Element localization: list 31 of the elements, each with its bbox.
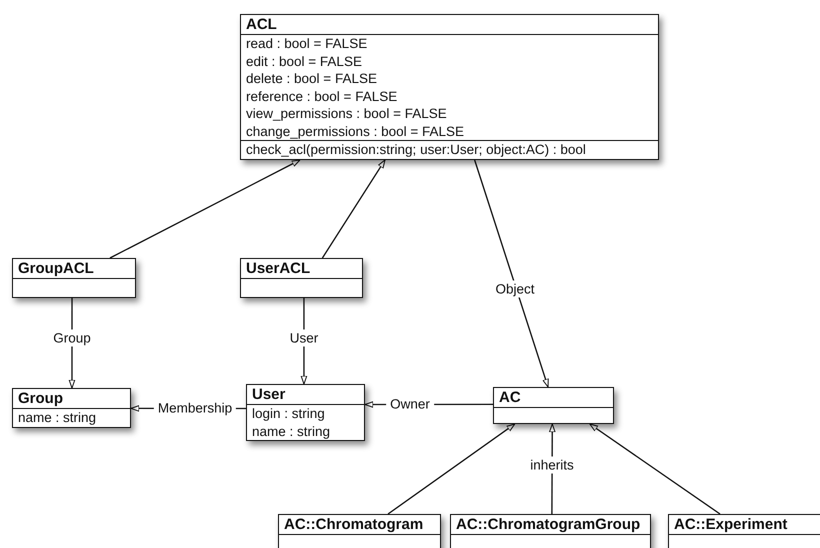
association-arrow: [474, 160, 549, 388]
class-box: [246, 384, 365, 441]
class-attribute: delete : bool = FALSE: [245, 70, 378, 88]
class-attribute: reference : bool = FALSE: [245, 88, 398, 105]
class-attribute: name : string: [251, 422, 332, 440]
class-box: [493, 387, 614, 424]
class-name: GroupACL: [13, 259, 135, 279]
class-box: [240, 14, 659, 160]
class-box: [240, 258, 363, 298]
class-attribute: name : string: [17, 409, 98, 426]
class-name: AC::ChromatogramGroup: [451, 515, 650, 535]
class-method: check_acl(permission:string; user:User; object:AC) : bool: [245, 141, 587, 158]
class-name: AC::Chromatogram: [279, 515, 440, 535]
class-name: AC::Experiment: [669, 515, 820, 535]
association-arrow: [110, 159, 300, 259]
class-name: UserACL: [241, 259, 362, 279]
class-name: User: [247, 385, 364, 405]
class-attribute: edit : bool = FALSE: [245, 52, 363, 70]
association-arrow: [322, 160, 386, 258]
class-name: ACL: [241, 15, 658, 35]
class-attribute: view_permissions : bool = FALSE: [245, 105, 448, 122]
edge-label: Membership: [154, 400, 236, 416]
association-arrow: [388, 423, 516, 515]
class-box: [12, 388, 131, 428]
class-attribute: read : bool = FALSE: [245, 35, 368, 52]
class-name: AC: [494, 388, 613, 408]
class-attribute: login : string: [251, 405, 326, 422]
class-attribute: change_permissions : bool = FALSE: [241, 122, 658, 141]
association-arrow: [589, 423, 720, 515]
class-box: [12, 258, 136, 298]
class-name: Group: [13, 389, 130, 409]
